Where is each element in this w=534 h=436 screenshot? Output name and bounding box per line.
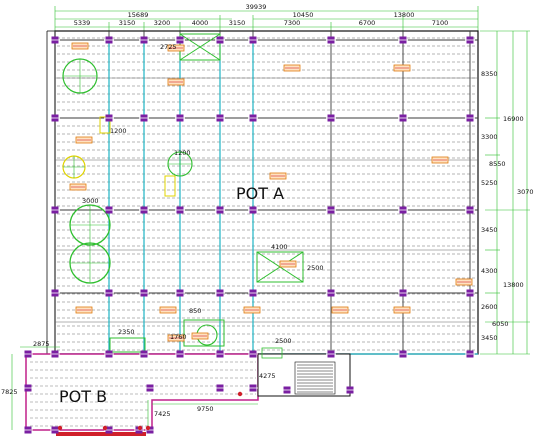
red-marker <box>57 425 63 431</box>
top-dimension-texts: 39939 15689 10450 13800 5339 3150 3200 4… <box>74 3 449 27</box>
dim-span-4: 4000 <box>192 19 209 27</box>
dim-left-block: 15689 <box>128 11 149 19</box>
dim-7425: 7425 <box>154 410 171 418</box>
red-marker <box>102 425 108 431</box>
interior-dimensions: 2725 1200 1200 3000 4100 2500 2500 850 2… <box>1 43 324 418</box>
dim-right-3: 8550 <box>489 160 506 168</box>
dim-1760: 1760 <box>170 333 187 341</box>
dim-right-outer-3: 13800 <box>503 281 524 289</box>
right-dimension-texts: 8350 3300 8550 5250 3450 4300 2600 3450 … <box>481 70 534 342</box>
dim-right-8: 3450 <box>481 334 498 342</box>
dim-850: 850 <box>189 307 201 315</box>
dim-1200-b: 1200 <box>174 149 191 157</box>
dim-span-3: 3200 <box>154 19 171 27</box>
columns <box>23 36 475 434</box>
tanks <box>62 58 218 346</box>
dim-overall: 39939 <box>246 3 267 11</box>
dim-right-outer-1: 16900 <box>503 115 524 123</box>
opening-bottom-mid <box>183 319 225 347</box>
dim-right-4: 5250 <box>481 179 498 187</box>
dim-span-5: 3150 <box>229 19 246 27</box>
red-marker <box>145 425 151 431</box>
pot-a-label: POT A <box>236 184 284 203</box>
top-dimension-lines <box>54 6 479 36</box>
dim-4100: 4100 <box>271 243 288 251</box>
dim-2875: 2875 <box>33 340 50 348</box>
dim-2500-a: 2500 <box>307 264 324 272</box>
dim-span-1: 5339 <box>74 19 91 27</box>
dim-9750: 9750 <box>197 405 214 413</box>
dim-right-2: 3300 <box>481 133 498 141</box>
dim-3000: 3000 <box>82 197 99 205</box>
dim-2350: 2350 <box>118 328 135 336</box>
red-marker <box>237 391 243 397</box>
dim-4275: 4275 <box>259 372 276 380</box>
dim-2725: 2725 <box>160 43 177 51</box>
stair-block <box>257 347 351 397</box>
dim-span-8: 7100 <box>432 19 449 27</box>
dim-1200-a: 1200 <box>110 127 127 135</box>
main-slab <box>46 30 479 355</box>
dim-right-5: 3450 <box>481 226 498 234</box>
red-marker <box>137 425 143 431</box>
pot-b-label: POT B <box>59 387 107 406</box>
dim-span-6: 7300 <box>284 19 301 27</box>
dim-right-outer-2: 3070 <box>517 188 534 196</box>
dim-right-outer-4: 6050 <box>492 320 509 328</box>
dim-right-6: 4300 <box>481 267 498 275</box>
dim-right-7: 2600 <box>481 303 498 311</box>
dim-7825: 7825 <box>1 388 18 396</box>
dim-span-7: 6700 <box>359 19 376 27</box>
dim-right-span: 13800 <box>394 11 415 19</box>
equipment-tags <box>57 42 473 431</box>
dim-span-2: 3150 <box>119 19 136 27</box>
dim-right-1: 8350 <box>481 70 498 78</box>
dim-2500-b: 2500 <box>275 337 292 345</box>
dim-mid-span: 10450 <box>293 11 314 19</box>
opening-pot-a <box>256 251 304 283</box>
opening-bottom-left <box>109 337 146 353</box>
right-dimension-lines <box>480 30 530 355</box>
